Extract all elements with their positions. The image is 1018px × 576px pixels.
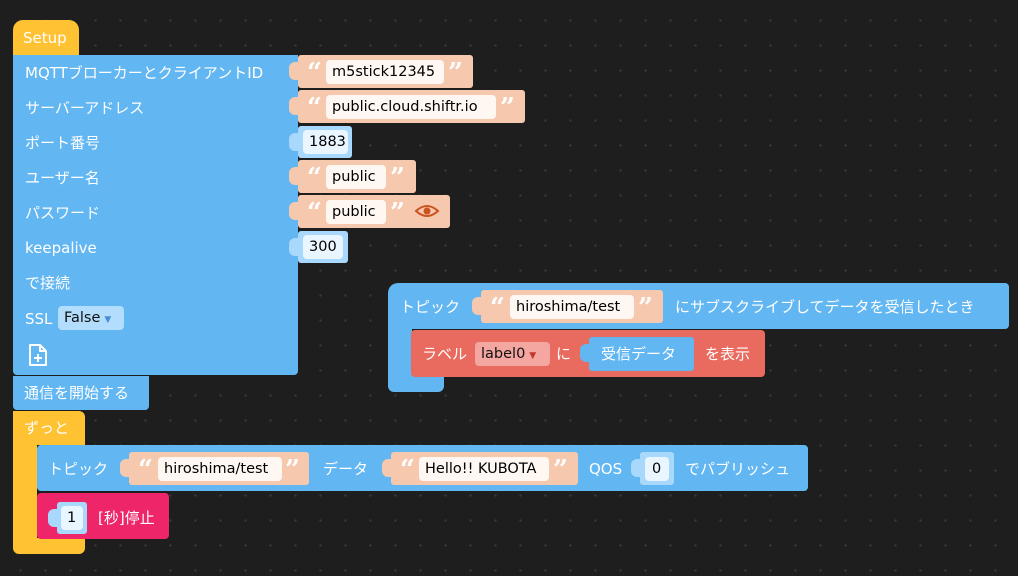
quote-close-icon: ” <box>553 455 568 485</box>
quote-open-icon: “ <box>138 455 153 485</box>
port-input[interactable]: 1883 <box>303 130 348 154</box>
setup-label: Setup <box>23 29 67 47</box>
quote-close-icon: ” <box>638 293 653 323</box>
qos-label: QOS <box>589 460 623 478</box>
ssl-dropdown[interactable]: False▼ <box>58 306 124 330</box>
ssl-label: SSL <box>25 310 53 328</box>
port-label: ポート番号 <box>25 134 101 152</box>
password-label: パスワード <box>25 204 101 222</box>
subscribe-topic-connector <box>472 297 482 315</box>
label-dropdown[interactable]: label0▼ <box>475 342 550 366</box>
start-communication-label: 通信を開始する <box>24 384 130 402</box>
chevron-down-icon: ▼ <box>104 315 112 325</box>
password-input[interactable]: public <box>326 200 386 224</box>
quote-close-icon: ” <box>285 455 300 485</box>
subscribe-topic-label: トピック <box>400 298 461 316</box>
qos-connector <box>631 459 641 477</box>
username-label: ユーザー名 <box>25 169 100 187</box>
publish-topic-label: トピック <box>48 460 109 478</box>
username-input[interactable]: public <box>326 165 386 189</box>
keepalive-label: keepalive <box>25 239 97 257</box>
quote-close-icon: ” <box>390 198 405 228</box>
add-file-icon[interactable] <box>27 343 49 367</box>
chevron-down-icon: ▼ <box>529 351 537 361</box>
received-data-connector <box>580 344 590 362</box>
quote-close-icon: ” <box>448 58 463 88</box>
client-id-label: MQTTブローカーとクライアントID <box>25 64 264 82</box>
server-connector <box>289 97 299 115</box>
publish-data-label: データ <box>323 460 369 478</box>
received-data-label: 受信データ <box>601 345 677 363</box>
wait-seconds-input[interactable]: 1 <box>61 506 83 530</box>
client-id-connector <box>289 62 299 80</box>
label-suffix: を表示 <box>705 345 751 363</box>
forever-label: ずっと <box>24 419 70 437</box>
quote-open-icon: “ <box>400 455 415 485</box>
start-communication-block[interactable]: 通信を開始する <box>13 376 149 410</box>
forever-left-arm <box>13 444 37 544</box>
publish-topic-input[interactable]: hiroshima/test <box>158 457 282 481</box>
quote-close-icon: ” <box>500 93 515 123</box>
publish-suffix-label: でパブリッシュ <box>685 460 791 478</box>
server-input[interactable]: public.cloud.shiftr.io <box>326 95 496 119</box>
quote-open-icon: “ <box>307 163 322 193</box>
publish-topic-connector <box>120 459 130 477</box>
subscribe-topic-input[interactable]: hiroshima/test <box>510 295 634 319</box>
connect-label: で接続 <box>25 274 71 292</box>
received-data-block[interactable] <box>589 337 694 371</box>
server-label: サーバーアドレス <box>25 99 145 117</box>
password-connector <box>289 202 299 220</box>
setup-hat-block[interactable]: Setup <box>13 20 79 56</box>
client-id-input[interactable]: m5stick12345 <box>326 60 444 84</box>
subscribe-left-arm <box>388 328 412 378</box>
wait-connector <box>48 509 58 527</box>
publish-data-input[interactable]: Hello!! KUBOTA <box>419 457 549 481</box>
quote-open-icon: “ <box>490 293 505 323</box>
label-prefix: ラベル <box>422 345 468 363</box>
port-connector <box>289 133 299 151</box>
username-connector <box>289 167 299 185</box>
ssl-value: False <box>64 310 101 326</box>
subscribe-bottom-arm <box>388 376 444 392</box>
subscribe-suffix-label: にサブスクライブしてデータを受信したとき <box>675 298 975 316</box>
forever-bottom-arm <box>13 538 85 554</box>
quote-close-icon: ” <box>390 163 405 193</box>
label-dropdown-value: label0 <box>481 346 526 362</box>
quote-open-icon: “ <box>307 58 322 88</box>
keepalive-connector <box>289 238 299 256</box>
label-ni: に <box>556 345 572 363</box>
quote-open-icon: “ <box>307 198 322 228</box>
quote-open-icon: “ <box>307 93 322 123</box>
publish-data-connector <box>382 459 392 477</box>
eye-icon[interactable] <box>414 201 440 221</box>
qos-input[interactable]: 0 <box>645 457 669 481</box>
wait-label: [秒]停止 <box>98 509 155 527</box>
forever-block[interactable]: ずっと <box>13 411 85 445</box>
keepalive-input[interactable]: 300 <box>303 235 343 259</box>
